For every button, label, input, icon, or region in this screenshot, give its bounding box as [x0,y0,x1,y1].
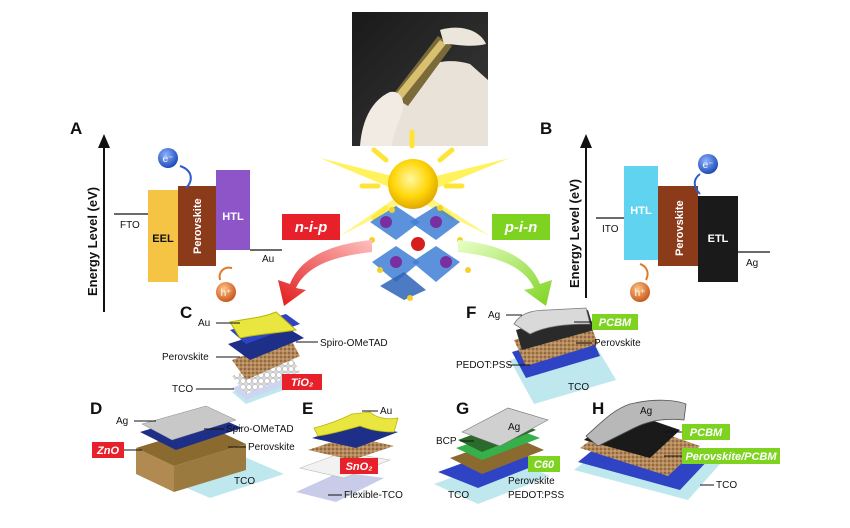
pcbm-tag-f [592,314,638,330]
electron-icon [698,154,718,174]
stack-g [434,407,550,504]
pvk-pcbm-label: Perovskite/PCBM [685,451,777,463]
perovskite-band-a [178,186,216,266]
au-label-a: Au [262,254,274,265]
perovskite-crystal-icon [369,205,471,301]
tco-label-h: TCO [716,480,737,491]
panel-b-label: B [540,119,552,138]
panel-c-label: C [180,303,192,322]
device-photo [352,12,488,146]
perovskite-band-b [658,186,698,266]
ag-label-b: Ag [746,258,758,269]
flexible-tco-label: Flexible-TCO [344,490,403,501]
axis-arrow-icon [580,134,592,148]
stack-c [228,311,304,404]
sno2-label: SnO₂ [346,461,373,473]
stack-e [296,411,399,502]
pvk-pcbm-tag [682,448,780,464]
c60-label: C60 [534,459,555,471]
zno-tag [92,442,124,458]
tco-label-g: TCO [448,490,469,501]
panel-d-label: D [90,399,102,418]
hole-icon [216,282,236,302]
nip-tag [282,214,340,240]
nip-label: n-i-p [295,219,327,236]
c60-tag [528,456,560,472]
svg-text:e⁻: e⁻ [703,160,714,171]
pin-label: p-i-n [504,219,537,236]
au-label-e: Au [380,406,392,417]
tco-label-c: TCO [172,384,193,395]
electron-icon [158,148,178,168]
stack-h [574,399,720,500]
svg-text:e⁻: e⁻ [163,154,174,165]
htl-label-a: HTL [222,211,244,223]
pedot-label-g: PEDOT:PSS [508,490,564,501]
spiro-label-c: Spiro-OMeTAD [320,338,388,349]
ag-label-h: Ag [640,406,652,417]
fto-label: FTO [120,220,140,231]
panel-g-label: G [456,399,469,418]
stack-f [510,307,616,404]
energy-axis-label-b: Energy Level (eV) [567,179,582,288]
pin-tag [492,214,550,240]
axis-arrow-icon [98,134,110,148]
sun-icon [388,159,438,209]
zno-label: ZnO [96,445,119,457]
panel-a-label: A [70,119,82,138]
bcp-label: BCP [436,436,457,447]
htl-label-b: HTL [630,205,652,217]
pcbm-label-f: PCBM [599,317,632,329]
energy-axis-label-a: Energy Level (eV) [85,187,100,296]
pin-arrow [458,240,552,306]
pedot-label-f: PEDOT:PSS [456,360,512,371]
spiro-label-d: Spiro-OMeTAD [226,424,294,435]
tio2-label: TiO₂ [291,377,313,389]
perovskite-label-b: Perovskite [674,200,686,256]
eel-label: EEL [152,233,174,245]
svg-text:h⁺: h⁺ [635,288,646,299]
ag-label-d: Ag [116,416,128,427]
tco-label-f: TCO [568,382,589,393]
svg-text:h⁺: h⁺ [221,288,232,299]
perovskite-label-a: Perovskite [192,198,204,254]
etl-band-b [698,196,738,282]
stack-d [136,405,284,498]
perovskite-label-c: Perovskite [162,352,209,363]
ag-label-g: Ag [508,422,520,433]
htl-band-a [216,170,250,250]
tio2-tag [282,374,322,390]
hole-icon [630,282,650,302]
ito-label: ITO [602,224,619,235]
panel-e-label: E [302,399,313,418]
perovskite-label-f: Perovskite [594,338,641,349]
panel-f-label: F [466,303,476,322]
pcbm-tag-h [682,424,730,440]
etl-label-b: ETL [708,233,729,245]
perovskite-label-g: Perovskite [508,476,555,487]
pcbm-label-h: PCBM [690,427,723,439]
panel-h-label: H [592,399,604,418]
htl-band-b [624,166,658,260]
eel-band [148,190,178,282]
tco-label-d: TCO [234,476,255,487]
sno2-tag [340,458,378,474]
perovskite-label-d: Perovskite [248,442,295,453]
au-label-c: Au [198,318,210,329]
ag-label-f: Ag [488,310,500,321]
nip-arrow [278,240,372,306]
